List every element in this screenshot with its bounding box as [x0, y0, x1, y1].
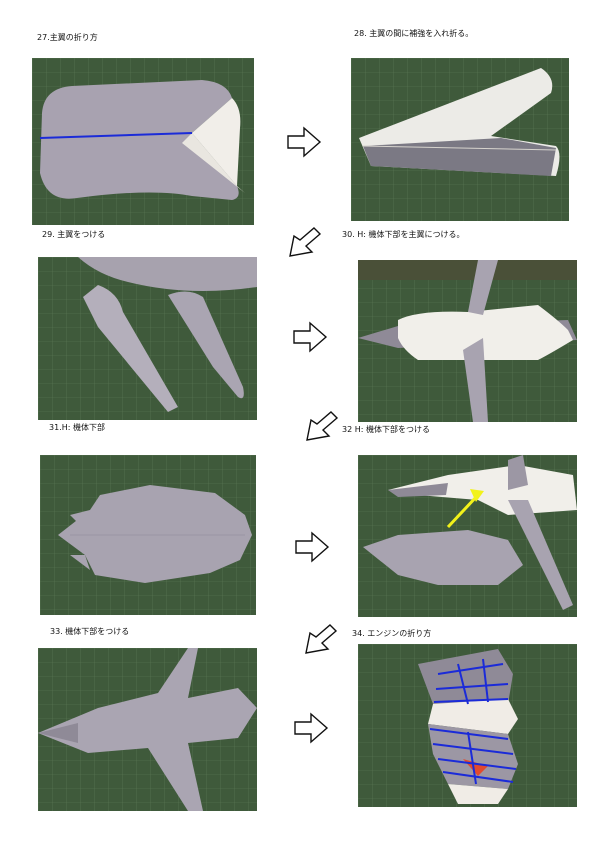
arrow-down-left-3: [300, 623, 338, 657]
step-29-photo: [38, 257, 257, 420]
step-34-photo: [358, 644, 577, 807]
outline-arrow-right-icon: [293, 321, 328, 353]
step-33-photo: [38, 648, 257, 811]
outline-arrow-down-left-icon: [305, 624, 338, 654]
arrow-right-2: [292, 321, 328, 353]
step-31-caption: 31.H: 機体下部: [49, 423, 105, 432]
step-32-caption: 32 H: 機体下部をつける: [342, 425, 430, 434]
arrow-down-left-1: [284, 226, 322, 260]
step-28-photo: [351, 58, 569, 221]
step-34-caption: 34. エンジンの折り方: [352, 629, 432, 638]
step-32-photo: [358, 455, 577, 617]
outline-arrow-down-left-icon: [306, 411, 339, 441]
step-27-caption: 27.主翼の折り方: [37, 33, 98, 42]
step-33-caption: 33. 機体下部をつける: [50, 627, 130, 636]
step-29-caption: 29. 主翼をつける: [42, 230, 106, 239]
arrow-right-1: [286, 126, 322, 158]
arrow-down-left-2: [301, 410, 339, 444]
step-28-caption: 28. 主翼の間に補強を入れ折る。: [354, 29, 474, 38]
outline-arrow-right-icon: [295, 531, 330, 563]
outline-arrow-down-left-icon: [289, 227, 322, 257]
outline-arrow-right-icon: [294, 712, 329, 744]
outline-arrow-right-icon: [287, 126, 322, 158]
arrow-right-4: [293, 712, 329, 744]
step-27-photo: [32, 58, 254, 225]
step-30-caption: 30. H: 機体下部を主翼につける。: [342, 230, 465, 239]
step-30-photo: [358, 260, 577, 422]
step-31-photo: [40, 455, 256, 615]
arrow-right-3: [294, 531, 330, 563]
